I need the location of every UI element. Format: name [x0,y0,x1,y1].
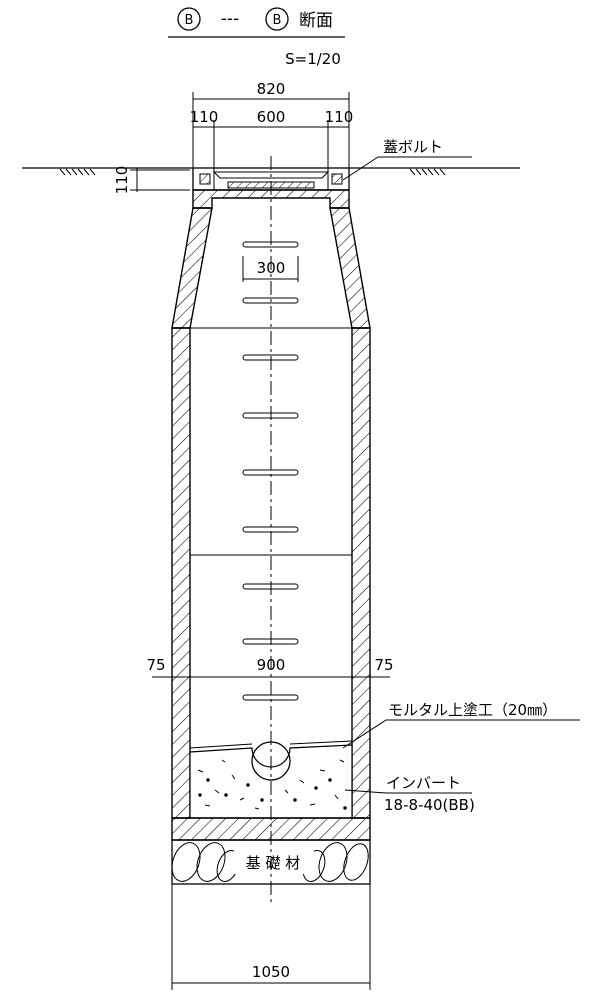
section-mark-dashes: --- [221,9,239,29]
frame-height-dimension: 110 [113,166,190,195]
foundation-label: 基 礎 材 [246,854,301,872]
lid-bolt-callout: 蓋ボルト [342,138,472,181]
foundation-layer: 基 礎 材 [171,839,371,885]
ground-line [22,167,520,176]
dim-opening: 600 [257,108,286,126]
section-mark-left-circle [177,7,201,31]
mortar-label: モルタル上塗工（20㎜） [388,701,557,719]
aggregate-dots [197,759,347,810]
dim-frame-height: 110 [113,166,131,195]
cone-wall-left [171,207,213,329]
dim-left-wall: 110 [190,108,219,126]
section-title: B --- B 断面 S=1/20 [168,7,345,68]
rung [242,297,299,304]
section-mark-right-circle [265,7,289,31]
ground-hatch-right [409,168,446,176]
ground-hatch-left [59,168,96,176]
lid-bolt-left [199,173,211,185]
invert-spec-label: 18-8-40(BB) [384,796,475,814]
scale-label: S=1/20 [285,50,341,68]
section-mark-right: B [273,13,282,28]
section-title-text: 断面 [299,11,333,31]
mortar-callout: モルタル上塗工（20㎜） [342,701,580,749]
shaft-wall-right [351,327,371,819]
shaft-wall-left [171,327,191,819]
rung-dimension: 300 [242,256,299,282]
dim-right-thickness: 75 [374,656,393,674]
cone-wall-right [329,207,371,329]
invert-callout: インバート 18-8-40(BB) [344,774,475,814]
invert-label: インバート [386,774,461,792]
top-dimensions: 820 110 600 110 [190,80,354,168]
dim-left-thickness: 75 [146,656,165,674]
lid-bolt-label: 蓋ボルト [383,138,443,156]
dim-right-wall: 110 [325,108,354,126]
dim-top-overall: 820 [257,80,286,98]
section-mark-left: B [185,13,194,28]
lid-bolt-right [331,173,343,185]
base-width-dimension: 1050 [171,884,371,990]
dim-base-width: 1050 [252,963,290,981]
